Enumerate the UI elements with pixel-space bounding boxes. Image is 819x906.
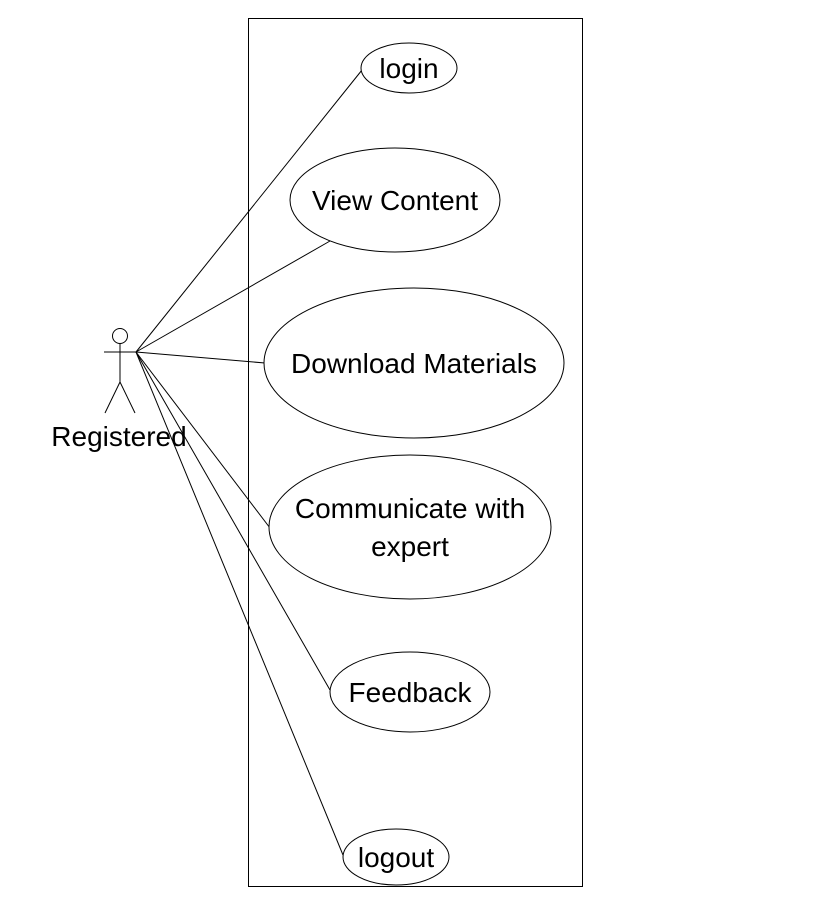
use-case-logout: logout <box>342 828 450 886</box>
use-case-communicate-with-expert: Communicate with expert <box>268 454 552 600</box>
use-case-label: Download Materials <box>291 348 537 379</box>
use-case-ellipse <box>289 147 501 253</box>
use-case-ellipse <box>342 828 450 886</box>
use-case-label: login <box>379 53 438 84</box>
association-view-content <box>135 240 331 353</box>
use-case-label: Communicate with <box>295 493 525 524</box>
association-feedback <box>135 351 331 691</box>
use-case-feedback: Feedback <box>329 651 491 733</box>
actor-head <box>112 328 128 344</box>
use-case-ellipse <box>329 651 491 733</box>
actor-label: Registered <box>51 421 186 452</box>
association-login <box>135 69 363 353</box>
use-case-label: logout <box>358 842 435 873</box>
use-case-label: View Content <box>312 185 478 216</box>
use-case-label: Feedback <box>349 677 473 708</box>
actor-right-leg <box>119 381 136 414</box>
use-case-label: expert <box>371 531 449 562</box>
use-case-login: login <box>360 42 458 94</box>
association-logout <box>135 351 344 856</box>
association-communicate-with-expert <box>135 351 271 529</box>
actor-stick-figure <box>104 328 136 414</box>
use-case-ellipse <box>360 42 458 94</box>
actor-left-leg <box>104 381 121 414</box>
associations <box>135 69 363 856</box>
association-download-materials <box>135 351 266 364</box>
use-case-ellipse <box>268 454 552 600</box>
use-case-view-content: View Content <box>289 147 501 253</box>
use-case-ellipse <box>263 287 565 439</box>
use-case-download-materials: Download Materials <box>263 287 565 439</box>
system-boundary <box>248 18 583 887</box>
